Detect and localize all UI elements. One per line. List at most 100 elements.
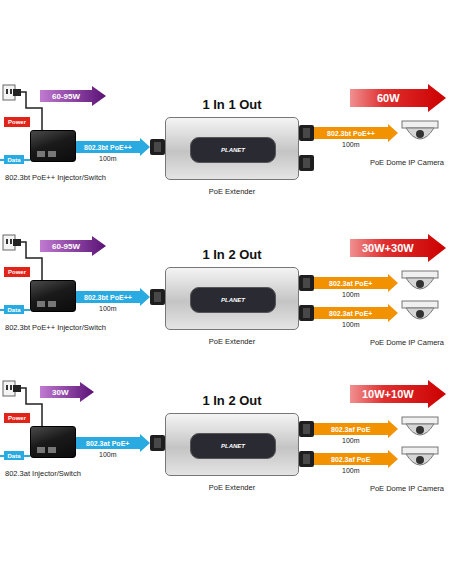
link-label: 802.3at PoE+ [329,310,372,317]
dome-camera [398,268,442,298]
data-node: Data [4,305,24,314]
distance-label: 100m [99,155,117,162]
gland-nut [303,424,310,434]
dome-camera [398,118,442,148]
device-caption: PoE Dome IP Camera [370,338,444,347]
distance-label: 100m [342,437,360,444]
gland-nut [154,292,161,302]
gland-nut [154,438,161,448]
power-node: Power [4,267,30,277]
distance-label: 100m [342,321,360,328]
camera-node: PoE Dome IP Camera [398,268,442,328]
output-power-arrow [350,380,446,408]
camera-dome [406,128,434,139]
connector [314,420,398,438]
device-caption: PoE Dome IP Camera [370,158,444,167]
extender-node: PLANET1 In 1 OutPoE Extender [150,117,314,180]
brand-logo: PLANET [221,147,245,153]
poe-link-arrow [314,450,398,468]
extender-housing: PLANET [165,117,299,180]
connector [76,138,150,156]
camera-dome [406,454,434,465]
poe-link-arrow [314,274,398,292]
link-label: 802.3af PoE [331,426,370,433]
extender-panel: PLANET [190,287,276,313]
extender-housing: PLANET [165,413,299,476]
distance-label: 100m [342,141,360,148]
gland-nut [154,142,161,152]
link-label: 802.3bt PoE++ [327,130,375,137]
connector [314,450,398,468]
gland-nut [303,158,310,168]
device-caption: 802.3bt PoE++ Injector/Switch [5,323,106,332]
gland-nut [303,128,310,138]
outlet-slot [10,239,12,244]
device-caption: PoE Extender [150,337,314,346]
outlet-slot [10,89,12,94]
power-tag: Power [8,415,26,421]
cable-gland [299,451,314,467]
extender-housing: PLANET [165,267,299,330]
injector-node: 802.3at Injector/Switch [30,426,76,458]
data-node: Data [4,451,24,460]
poe-link-arrow [76,288,150,306]
outlet-slot [6,89,8,94]
dome-camera [398,414,442,444]
camera-lens [416,456,424,464]
rj45-port [48,301,56,307]
poe-link-arrow [314,304,398,322]
poe-link-arrow [314,124,398,142]
device-caption: 802.3at Injector/Switch [5,469,81,478]
rj45-port [37,447,45,453]
connector [76,288,150,306]
data-tag: Data [7,453,20,459]
camera-node: PoE Dome IP Camera [398,118,442,148]
outlet-slot [6,239,8,244]
connector [314,124,398,142]
connector [314,304,398,322]
plug [13,385,21,392]
extender-panel: PLANET [190,433,276,459]
power-label: 60-95W [52,92,80,101]
outlet-slot [10,385,12,390]
power-tag: Power [8,119,26,125]
camera-mount [402,301,438,308]
device-caption: PoE Extender [150,483,314,492]
camera-dome [406,308,434,319]
link-label: 802.3at PoE+ [329,280,372,287]
plug [13,239,21,246]
power-node: Power [4,413,30,423]
power-arrow [40,236,106,256]
data-tag: Data [7,307,20,313]
injector-node: 802.3bt PoE++ Injector/Switch [30,130,76,162]
poe-link-arrow [314,420,398,438]
gland-nut [303,454,310,464]
camera-lens [416,130,424,138]
data-node: Data [4,155,24,164]
camera-mount [402,447,438,454]
connector [76,434,150,452]
power-label: 60-95W [52,242,80,251]
power-label: 10W+10W [362,388,414,400]
cable-gland [150,435,165,451]
output-power-arrow [350,234,446,262]
brand-logo: PLANET [221,443,245,449]
device-caption: 802.3bt PoE++ Injector/Switch [5,173,106,182]
link-label: 802.3bt PoE++ [84,144,132,151]
extender-panel: PLANET [190,137,276,163]
link-label: 802.3at PoE+ [86,440,129,447]
camera-lens [416,310,424,318]
camera-lens [416,280,424,288]
camera-dome [406,424,434,435]
poe-link-arrow [76,434,150,452]
camera-node: PoE Dome IP Camera [398,414,442,474]
output-power-arrow [350,84,446,112]
rj45-port [37,301,45,307]
extender-title: 1 In 2 Out [150,393,314,408]
brand-logo: PLANET [221,297,245,303]
plug [13,89,21,96]
distance-label: 100m [342,467,360,474]
cable-gland [299,275,314,291]
extender-title: 1 In 1 Out [150,97,314,112]
